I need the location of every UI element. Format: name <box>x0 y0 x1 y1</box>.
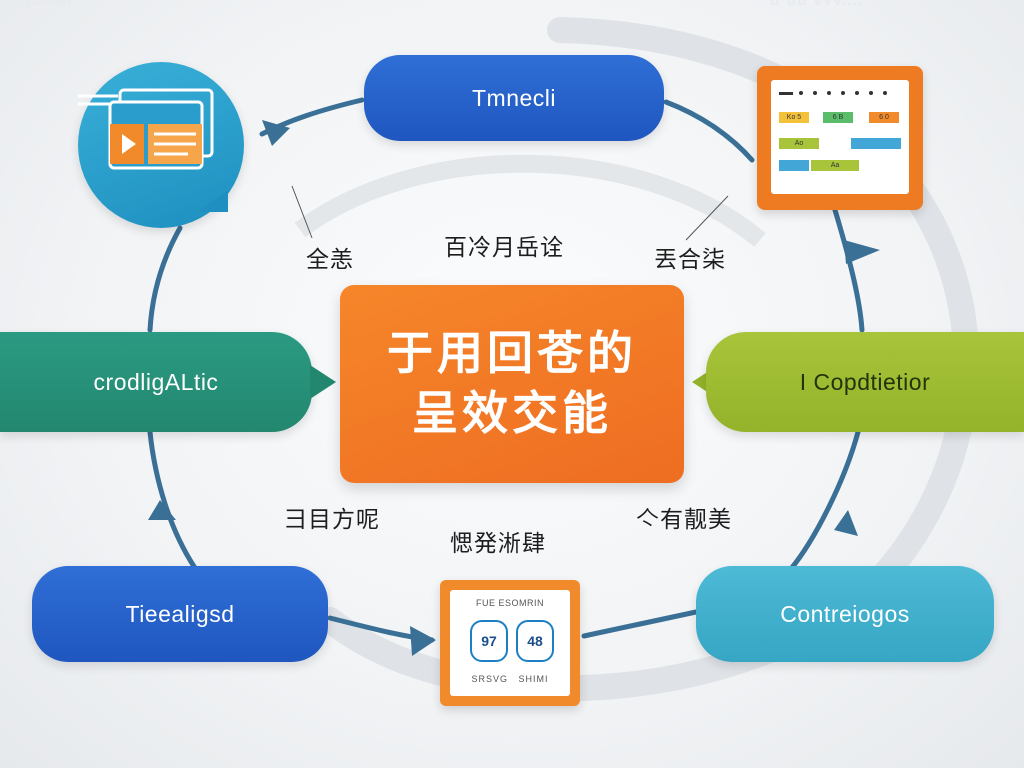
dashboard-tag: Ao <box>779 138 819 149</box>
dashboard-tag: Ko 5 <box>779 112 809 123</box>
left-pill-pointer <box>310 365 336 399</box>
label-upper-center: 百冷月岳诠 <box>444 234 564 260</box>
dashboard-tag <box>851 138 901 149</box>
node-left-label: crodligALtic <box>93 368 219 395</box>
gauge-right: 48 <box>516 620 554 662</box>
center-title-line1: 于用回苍的 <box>387 327 637 380</box>
node-bottom-left-label: Tieealigsd <box>125 600 235 627</box>
node-top-pill: Tmnecli <box>364 55 664 141</box>
gauge-title: FUE ESOMRIN <box>475 598 544 608</box>
center-core-box: 于用回苍的 呈效交能 <box>340 285 684 483</box>
gauge-left-value: 97 <box>481 633 497 649</box>
arc-left-to-bottomleft <box>147 429 198 571</box>
node-left-pill: crodligALtic <box>0 332 312 432</box>
label-lower-center: 愢発淅肆 <box>450 530 546 556</box>
background-swoosh-inner <box>294 154 766 247</box>
arrowhead-to-right-pill <box>844 240 880 264</box>
dashboard-tag: Aa <box>811 160 859 171</box>
pointer-line-upper-right <box>685 195 729 241</box>
dashboard-tag: 6 B <box>823 112 853 123</box>
dashboard-tag <box>779 160 809 171</box>
gauge-foot-right: SHIMI <box>518 674 549 684</box>
arc-gauge-to-bottomright <box>581 609 699 639</box>
gauge-left: 97 <box>470 620 508 662</box>
gauge-foot-left: SRSVG <box>471 674 508 684</box>
gauge-footer: SRSVG SHIMI <box>450 674 570 684</box>
dashboard-screen-icon: Ko 5 6 B 6 0 Ao Aa <box>757 66 923 210</box>
arc-screen-to-right <box>832 207 865 333</box>
arrowhead-right-down <box>834 510 858 536</box>
node-bottom-right-label: Contreiogos <box>780 600 910 627</box>
arc-top-to-screen <box>663 99 755 163</box>
video-player-icon <box>48 62 244 228</box>
corner-text-top-left: ilaiicelat <box>0 0 74 9</box>
arc-right-to-bottomright <box>787 429 861 573</box>
dashboard-dots <box>779 91 887 95</box>
dashboard-tag: 6 0 <box>869 112 899 123</box>
dashboard-screen-panel: Ko 5 6 B 6 0 Ao Aa <box>771 80 909 194</box>
arc-video-to-left <box>147 225 183 333</box>
gauge-right-value: 48 <box>527 633 543 649</box>
node-bottom-left-pill: Tieealigsd <box>32 566 328 662</box>
node-right-pill: I Copdtietior <box>706 332 1024 432</box>
arrowhead-to-gauge <box>410 626 436 656</box>
label-lower-left: 彐目方呢 <box>284 506 380 532</box>
pointer-line-upper-left <box>291 185 313 239</box>
node-bottom-right-pill: Contreiogos <box>696 566 994 662</box>
arrowhead-to-video <box>262 120 290 146</box>
label-upper-left: 全恙 <box>306 246 354 272</box>
node-top-label: Tmnecli <box>471 84 556 111</box>
gauge-panel: FUE ESOMRIN 97 48 SRSVG SHIMI <box>450 590 570 696</box>
center-title-line2: 呈效交能 <box>412 387 612 439</box>
label-upper-right: 丟合柒 <box>654 246 726 272</box>
arrowhead-left-up <box>148 500 176 520</box>
label-lower-right: 亽有靓美 <box>636 506 732 532</box>
corner-text-top-right: u uu vvv.... <box>770 0 864 9</box>
node-right-label: I Copdtietior <box>799 368 931 395</box>
gauge-panel-icon: FUE ESOMRIN 97 48 SRSVG SHIMI <box>440 580 580 706</box>
